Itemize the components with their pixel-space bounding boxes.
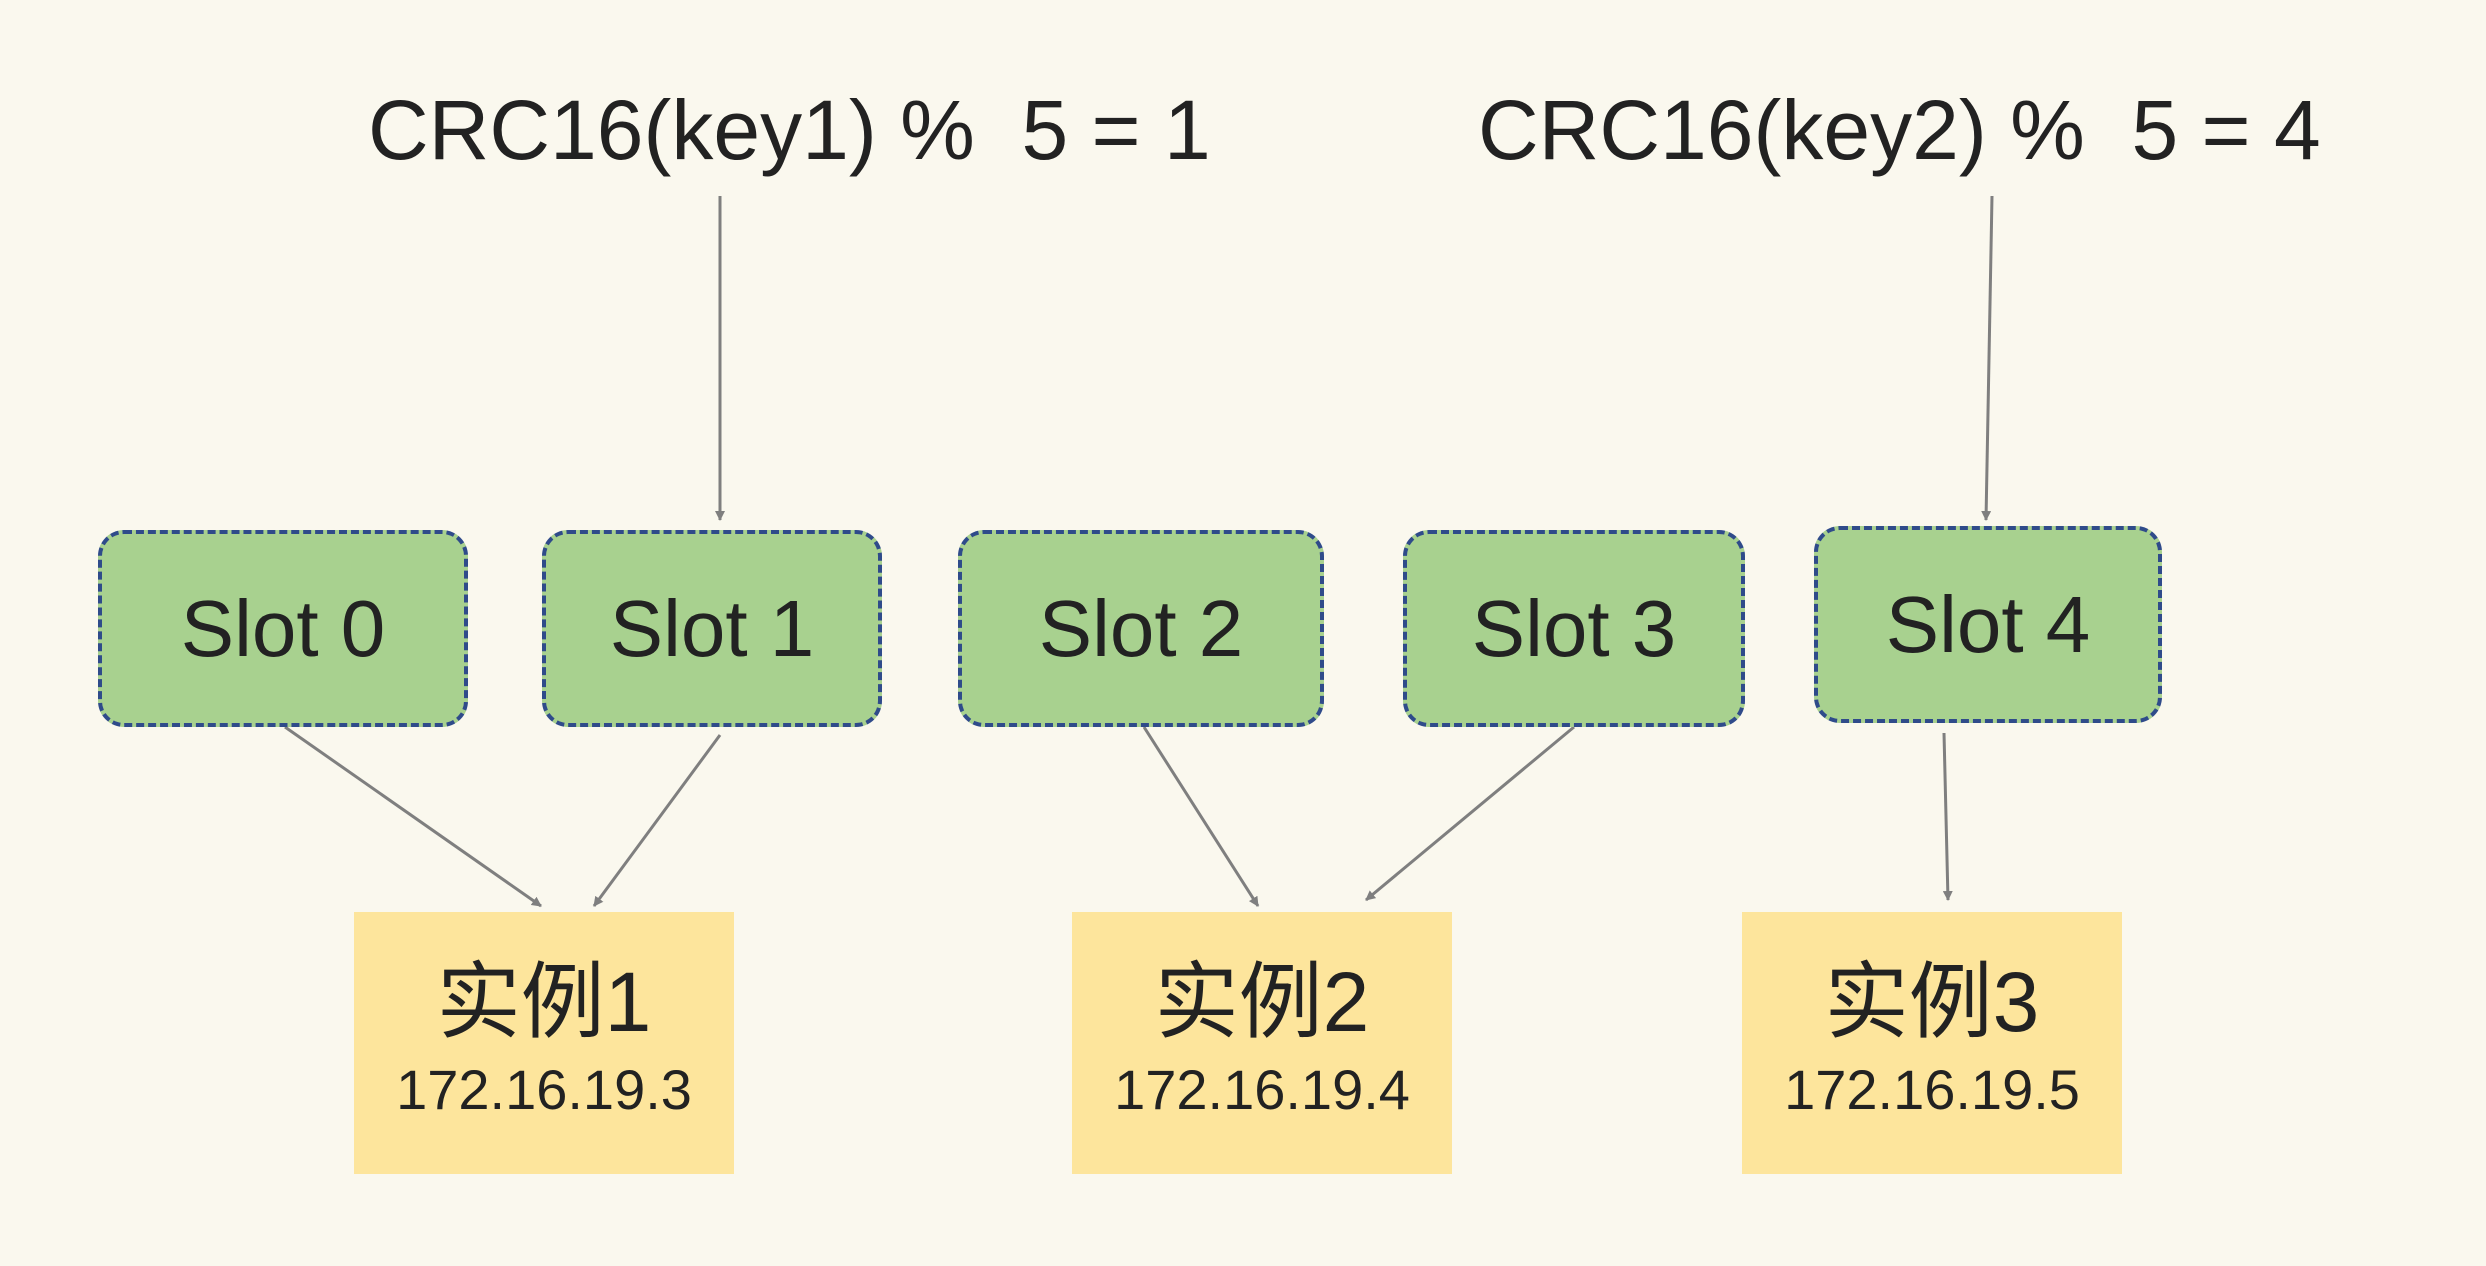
instance-1-ip: 172.16.19.3 xyxy=(396,1058,692,1121)
instance-2: 实例2 172.16.19.4 xyxy=(1072,912,1452,1174)
formula-key1: CRC16(key1) % 5 = 1 xyxy=(368,83,1211,177)
slot-3-label: Slot 3 xyxy=(1471,583,1677,673)
formula-key2: CRC16(key2) % 5 = 4 xyxy=(1478,83,2321,177)
slot-4: Slot 4 xyxy=(1814,526,2162,723)
slot-1: Slot 1 xyxy=(542,530,882,727)
instance-2-ip: 172.16.19.4 xyxy=(1114,1058,1410,1121)
arrow-slot2-to-instance2 xyxy=(1142,726,1260,907)
arrow-formula2-to-slot4 xyxy=(1981,195,1994,521)
slot-1-label: Slot 1 xyxy=(609,583,815,673)
instance-3-name: 实例3 xyxy=(1824,955,2040,1049)
arrow-slot1-to-instance1 xyxy=(592,734,722,907)
slot-0-label: Slot 0 xyxy=(180,583,386,673)
instance-2-name: 实例2 xyxy=(1154,955,1370,1049)
slot-3: Slot 3 xyxy=(1403,530,1745,727)
slot-0: Slot 0 xyxy=(98,530,468,727)
instance-1-name: 实例1 xyxy=(436,955,652,1049)
slot-4-label: Slot 4 xyxy=(1885,579,2091,669)
slot-2-label: Slot 2 xyxy=(1038,583,1244,673)
instance-3-ip: 172.16.19.5 xyxy=(1784,1058,2080,1121)
slot-2: Slot 2 xyxy=(958,530,1324,727)
arrow-slot0-to-instance1 xyxy=(284,725,542,908)
arrow-slot4-to-instance3 xyxy=(1942,732,1953,901)
arrow-slot3-to-instance2 xyxy=(1365,725,1575,902)
instance-3: 实例3 172.16.19.5 xyxy=(1742,912,2122,1174)
instance-1: 实例1 172.16.19.3 xyxy=(354,912,734,1174)
